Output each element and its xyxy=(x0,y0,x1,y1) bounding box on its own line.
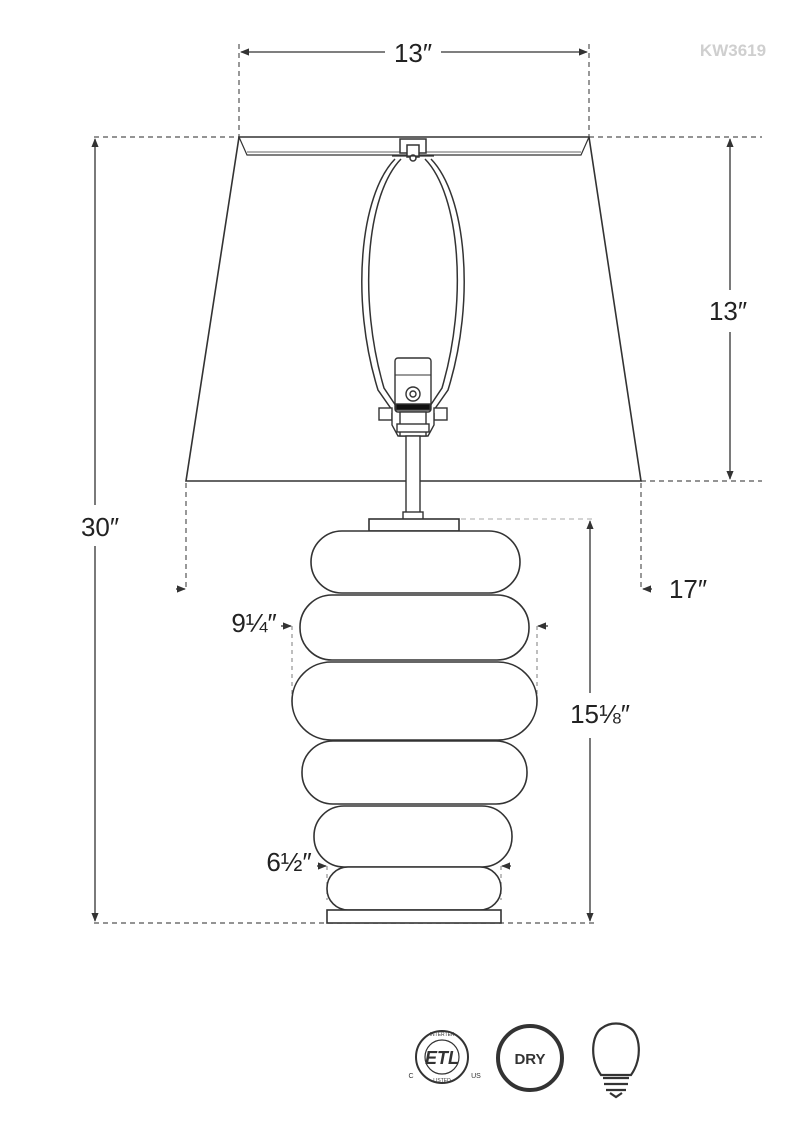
dry-location-badge: DRY xyxy=(496,1024,564,1092)
etl-bottom-text: LISTED xyxy=(433,1078,451,1084)
label-overall-height: 30″ xyxy=(81,512,119,542)
lamp-stem xyxy=(402,435,424,521)
light-bulb-icon xyxy=(592,1022,640,1099)
dimension-shade-top-width: 13″ xyxy=(238,38,590,137)
etl-right-mark: US xyxy=(471,1073,481,1080)
label-body-width: 9¼″ xyxy=(231,608,276,638)
etl-listed-badge: ETL C US INTERTEK LISTED xyxy=(408,1030,481,1084)
dimension-overall-height: 30″ xyxy=(81,136,595,924)
etl-mark: ETL xyxy=(425,1048,459,1068)
label-base-height: 15⅛″ xyxy=(570,699,630,729)
dry-label: DRY xyxy=(514,1051,545,1068)
etl-left-mark: C xyxy=(408,1073,413,1080)
lamp-harp xyxy=(361,138,465,411)
etl-top-text: INTERTEK xyxy=(430,1032,455,1038)
lamp-body xyxy=(291,518,538,924)
lamp-socket xyxy=(378,357,448,437)
dimension-shade-bottom-width: 17″ xyxy=(176,483,707,604)
label-shade-top-width: 13″ xyxy=(394,38,432,68)
label-shade-height: 13″ xyxy=(709,296,747,326)
label-shade-bottom-width: 17″ xyxy=(669,574,707,604)
label-base-width: 6½″ xyxy=(266,847,311,877)
dimension-body-width: 9¼″ xyxy=(231,608,548,705)
model-code: KW3619 xyxy=(700,41,766,60)
dimension-base-height: 15⅛″ xyxy=(461,518,630,922)
dimension-shade-height: 13″ xyxy=(589,136,762,482)
